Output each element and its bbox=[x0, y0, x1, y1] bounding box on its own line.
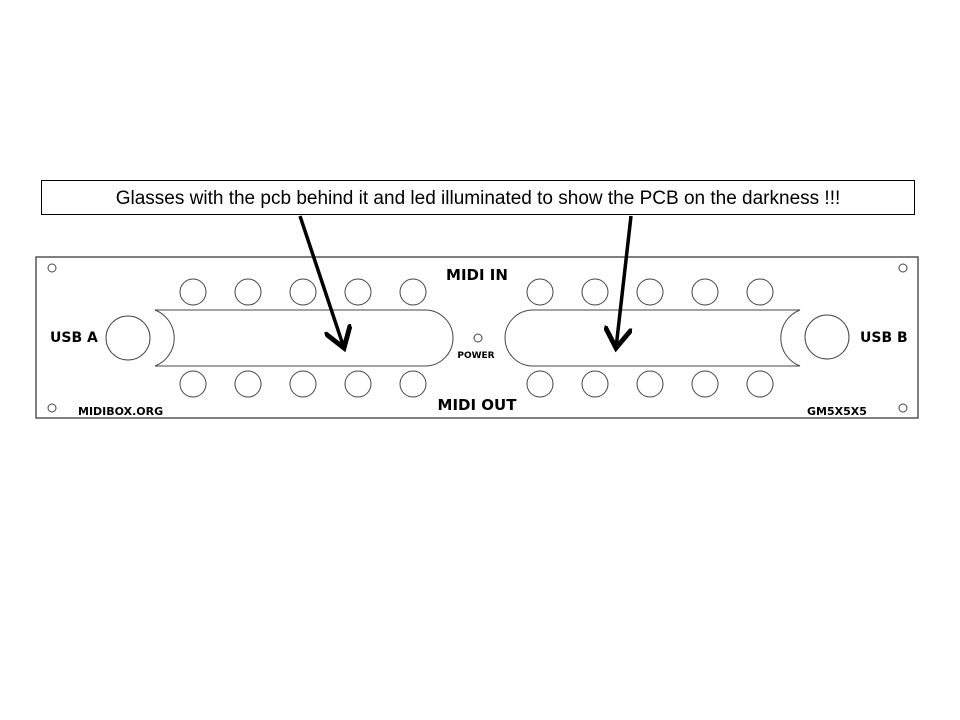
callout-box: Glasses with the pcb behind it and led i… bbox=[41, 180, 915, 215]
right-window-slot bbox=[504, 309, 801, 367]
screw-hole bbox=[898, 263, 908, 273]
midi-out-jack bbox=[289, 370, 317, 398]
brand-label: MIDIBOX.ORG bbox=[78, 405, 163, 418]
midi-out-jack bbox=[526, 370, 554, 398]
screw-hole bbox=[898, 403, 908, 413]
arrow-left bbox=[298, 215, 344, 348]
midi-in-jack bbox=[581, 278, 609, 306]
midi-out-jack bbox=[746, 370, 774, 398]
usb-b-port bbox=[804, 314, 850, 360]
midi-in-jack bbox=[399, 278, 427, 306]
midi-in-jack bbox=[234, 278, 262, 306]
screw-hole bbox=[47, 263, 57, 273]
midi-in-label: MIDI IN bbox=[446, 266, 508, 284]
power-led bbox=[473, 333, 483, 343]
model-label: GM5X5X5 bbox=[807, 405, 867, 418]
midi-out-jack bbox=[691, 370, 719, 398]
midi-in-jack bbox=[636, 278, 664, 306]
midi-in-jack bbox=[179, 278, 207, 306]
midi-out-label: MIDI OUT bbox=[438, 396, 518, 414]
midi-in-jack bbox=[289, 278, 317, 306]
arrow-right bbox=[616, 215, 633, 348]
midi-in-jack bbox=[526, 278, 554, 306]
usb-a-port bbox=[105, 315, 151, 361]
midi-out-jack bbox=[581, 370, 609, 398]
midi-out-jack bbox=[344, 370, 372, 398]
usb-a-label: USB A bbox=[50, 330, 98, 346]
midi-out-jack bbox=[234, 370, 262, 398]
power-label: POWER bbox=[457, 351, 494, 361]
screw-hole bbox=[47, 403, 57, 413]
midi-in-jack bbox=[746, 278, 774, 306]
midi-in-jack bbox=[691, 278, 719, 306]
midi-jacks bbox=[179, 278, 774, 398]
left-window-slot bbox=[154, 309, 454, 367]
screw-holes bbox=[47, 263, 908, 413]
midi-out-jack bbox=[636, 370, 664, 398]
midi-out-jack bbox=[179, 370, 207, 398]
usb-b-label: USB B bbox=[860, 330, 908, 346]
midi-out-jack bbox=[399, 370, 427, 398]
midi-in-jack bbox=[344, 278, 372, 306]
